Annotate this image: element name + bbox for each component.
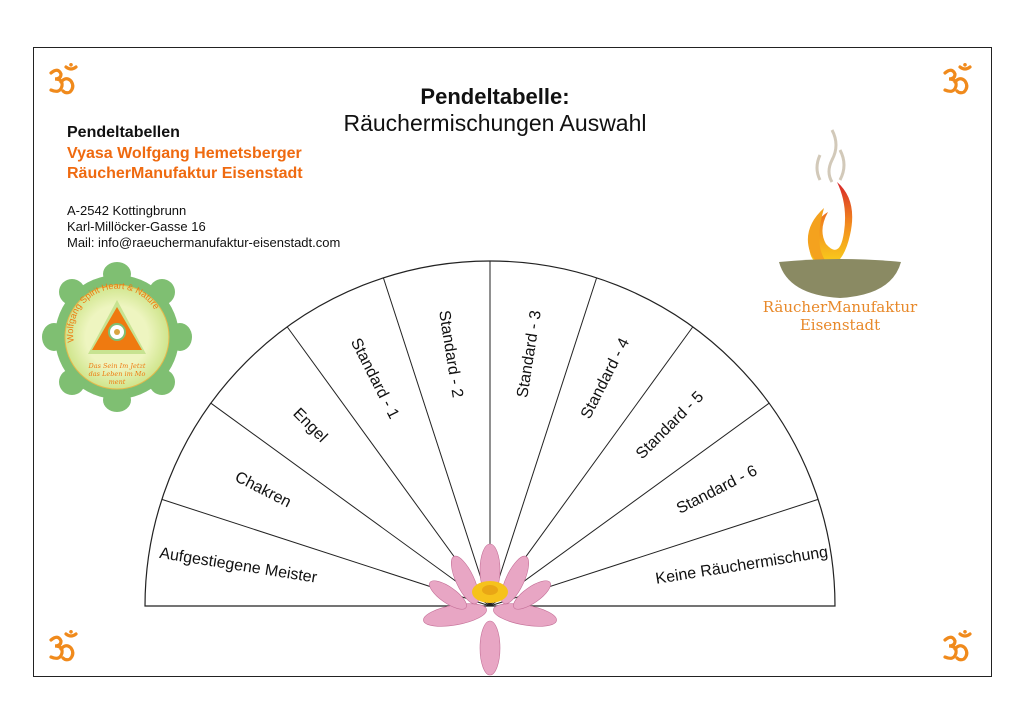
segment-divider: [489, 277, 598, 607]
om-symbol-icon: [49, 630, 78, 662]
page-title: Pendeltabelle:: [420, 84, 570, 109]
address-line-2: Karl-Millöcker-Gasse 16: [67, 219, 206, 234]
om-symbol-icon: [49, 63, 78, 95]
author-heading: Pendeltabellen: [67, 124, 180, 141]
author-name: Vyasa Wolfgang Hemetsberger: [67, 145, 302, 162]
author-company: RäucherManufaktur Eisenstadt: [67, 165, 303, 182]
address-line-1: A-2542 Kottingbrunn: [67, 203, 187, 218]
page-frame: [33, 47, 992, 677]
logo-brand-line-2: Eisenstadt: [800, 316, 880, 334]
raeuchermanufaktur-logo: RäucherManufaktur Eisenstadt: [763, 129, 918, 334]
page-subtitle: Räuchermischungen Auswahl: [343, 110, 647, 136]
lotus-flower-icon: [423, 543, 557, 676]
om-symbol-icon: [943, 63, 972, 95]
logo-motto-2: das Leben im Mo: [89, 370, 146, 378]
om-symbol-icon: [943, 630, 972, 662]
logo-motto-1: Das Sein Im Jetzt: [87, 362, 145, 370]
segment-divider: [382, 277, 491, 607]
wolfgang-spirit-logo: Wolfgang Spirit Heart & Nature Das Sein …: [42, 262, 192, 412]
segment-divider: [210, 402, 491, 607]
logo-motto-3: ment: [109, 378, 126, 386]
email-address: Mail: info@raeuchermanufaktur-eisenstadt…: [67, 235, 341, 250]
logo-brand-line-1: RäucherManufaktur: [763, 298, 918, 316]
segment-divider: [489, 402, 770, 607]
